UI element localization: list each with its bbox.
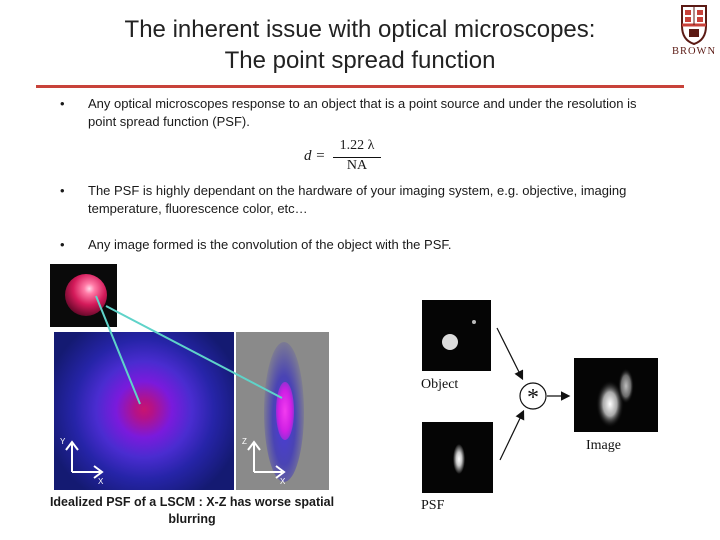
bullet-text-3: Any image formed is the convolution of t… <box>88 237 452 252</box>
title-divider <box>36 85 684 88</box>
title-line-1: The inherent issue with optical microsco… <box>124 16 596 43</box>
xz-axis-indicator: Z X <box>242 437 286 486</box>
slide-title: The inherent issue with optical microsco… <box>60 14 660 76</box>
xy-axis-indicator: Y X <box>60 437 104 486</box>
bead-sphere <box>65 274 107 316</box>
bullet-marker: • <box>60 237 65 252</box>
result-image <box>574 358 658 432</box>
point-source-image <box>50 264 117 327</box>
psf-figure-caption: Idealized PSF of a LSCM : X-Z has worse … <box>49 495 335 526</box>
psf-label: PSF <box>421 498 445 513</box>
connector-to-xy <box>95 295 141 405</box>
xz-axis-up-label: Z <box>242 437 247 446</box>
brown-logo: BROWN <box>669 4 719 66</box>
shield-icon <box>681 5 707 46</box>
convolution-operator: * <box>527 385 539 411</box>
resolution-formula: d = 1.22 λ NA <box>300 138 390 176</box>
bullet-marker: • <box>60 96 65 111</box>
convolution-operator-circle <box>519 382 547 410</box>
fraction-bar <box>333 157 381 158</box>
psf-xz-view: Z X <box>236 332 329 490</box>
xz-axis-right-label: X <box>280 477 286 486</box>
arrow-object-to-operator <box>496 327 524 381</box>
formula-denominator: NA <box>346 158 368 173</box>
formula-lhs: d = <box>304 148 326 164</box>
connector-to-xz <box>105 305 283 399</box>
title-line-2: The point spread function <box>224 47 496 74</box>
psf-image <box>422 422 493 493</box>
xy-axis-up-label: Y <box>60 437 66 446</box>
object-label: Object <box>421 377 459 392</box>
object-image <box>422 300 491 371</box>
image-label: Image <box>586 438 621 453</box>
logo-text: BROWN <box>671 46 717 57</box>
formula-numerator: 1.22 λ <box>339 138 375 153</box>
arrow-psf-to-operator <box>499 409 525 461</box>
bullet-text-1: Any optical microscopes response to an o… <box>88 96 637 129</box>
bullet-text-2: The PSF is highly dependant on the hardw… <box>88 183 627 216</box>
bullet-marker: • <box>60 183 65 198</box>
xy-axis-right-label: X <box>98 477 104 486</box>
